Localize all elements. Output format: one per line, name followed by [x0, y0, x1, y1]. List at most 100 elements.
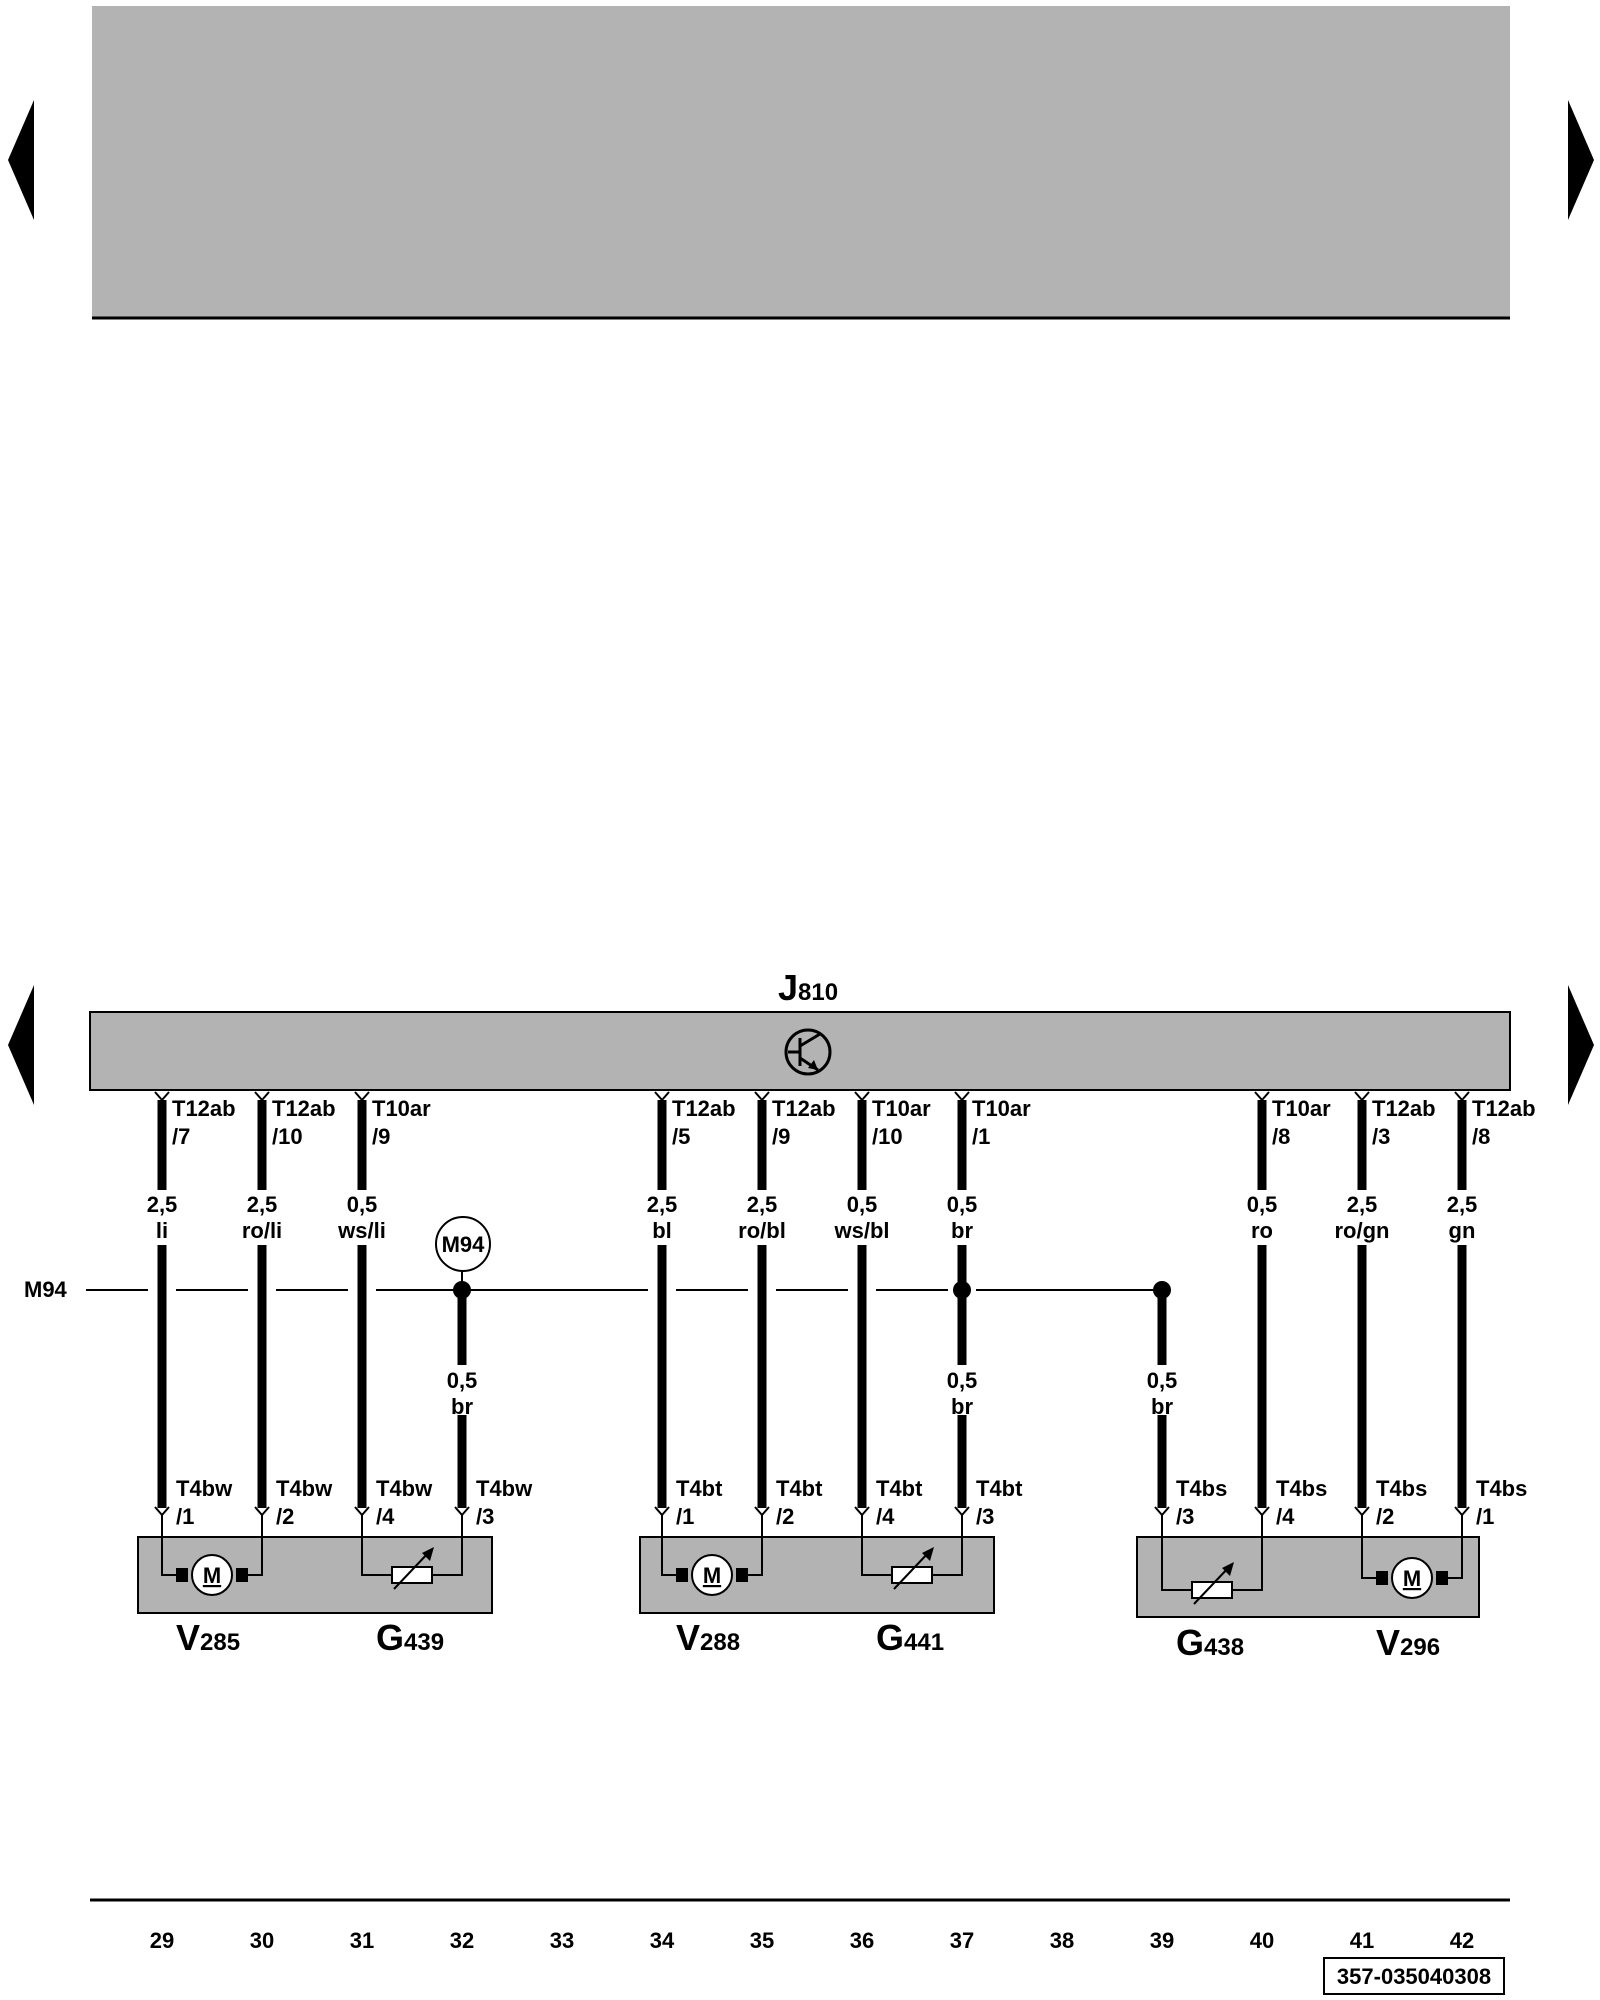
connector-pin-label: /10 [272, 1124, 303, 1149]
sensor-lead [861, 1515, 892, 1576]
connector-name-label: T10ar [872, 1096, 931, 1121]
sensor-lead [432, 1515, 463, 1576]
wire-size-label: 2,5 [1347, 1192, 1378, 1217]
connector-pin-label: /8 [1472, 1124, 1490, 1149]
component-label: V288 [676, 1617, 740, 1658]
wires [154, 1091, 1470, 1508]
connector-pin-label: /9 [372, 1124, 390, 1149]
connector-name-label: T10ar [972, 1096, 1031, 1121]
connector-arrow-icon [954, 1506, 970, 1517]
component-label: G438 [1176, 1622, 1244, 1663]
wire-labels: 2,5li2,5ro/li0,5ws/li2,5bl2,5ro/bl0,5ws/… [147, 1192, 1478, 1419]
wire-size-label: 0,5 [1247, 1192, 1278, 1217]
connector-labels: T12ab/7T12ab/10T10ar/9T12ab/5T12ab/9T10a… [172, 1096, 1536, 1149]
column-number: 39 [1150, 1928, 1174, 1953]
connector-arrow-icon [1454, 1506, 1470, 1517]
wire-size-label: 2,5 [647, 1192, 678, 1217]
column-number: 38 [1050, 1928, 1074, 1953]
wire-color-label: gn [1449, 1218, 1476, 1243]
connector-name-label: T12ab [772, 1096, 836, 1121]
motor-lead [1448, 1515, 1463, 1579]
connector-arrow-icon [154, 1091, 170, 1102]
connector-arrow-icon [954, 1091, 970, 1102]
component-pin-name-label: T4bs [1176, 1476, 1227, 1501]
variable-resistor-icon [391, 1566, 433, 1584]
wire-color-label: br [451, 1394, 473, 1419]
connector-pin-label: /1 [972, 1124, 990, 1149]
component-label: V285 [176, 1617, 240, 1658]
connector-name-label: T10ar [1272, 1096, 1331, 1121]
connector-arrow-icon [1254, 1091, 1270, 1102]
component-pin-number-label: /3 [1176, 1504, 1194, 1529]
component-pin-number-label: /4 [1276, 1504, 1295, 1529]
connector-arrow-icon [854, 1091, 870, 1102]
ground-point-symbol: M94 [435, 1216, 491, 1272]
motor-icon [691, 1554, 733, 1596]
component-pin-name-label: T4bt [776, 1476, 823, 1501]
connector-pin-label: /5 [672, 1124, 690, 1149]
component-pin-name-label: T4bw [376, 1476, 433, 1501]
wire-color-label: br [951, 1218, 973, 1243]
component-pin-number-label: /3 [976, 1504, 994, 1529]
connector-name-label: T12ab [172, 1096, 236, 1121]
wire-color-label: ws/bl [833, 1218, 889, 1243]
sensor-lead [1161, 1515, 1192, 1591]
motor-symbol-label: M [203, 1563, 221, 1588]
component-pin-number-label: /1 [676, 1504, 694, 1529]
column-number: 37 [950, 1928, 974, 1953]
motor-brush [236, 1568, 248, 1582]
connector-pin-label: /7 [172, 1124, 190, 1149]
wire-color-label: ro/gn [1335, 1218, 1390, 1243]
component-pin-name-label: T4bw [176, 1476, 233, 1501]
svg-text:M94: M94 [442, 1232, 486, 1257]
motor-icon [1391, 1557, 1433, 1599]
prev-page-arrow-icon[interactable] [8, 985, 34, 1105]
component-pin-name-label: T4bt [876, 1476, 923, 1501]
next-page-arrow-icon[interactable] [1568, 985, 1594, 1105]
column-number: 36 [850, 1928, 874, 1953]
motor-brush [676, 1568, 688, 1582]
motor-brush [176, 1568, 188, 1582]
motor-lead [1361, 1515, 1376, 1579]
wire-size-label: 2,5 [747, 1192, 778, 1217]
column-number: 41 [1350, 1928, 1374, 1953]
wire-size-label: 0,5 [947, 1192, 978, 1217]
column-number: 29 [150, 1928, 174, 1953]
component-pin-name-label: T4bs [1376, 1476, 1427, 1501]
sensor-lead [932, 1515, 963, 1576]
connector-arrow-icon [1354, 1091, 1370, 1102]
column-number: 34 [650, 1928, 675, 1953]
component-pin-name-label: T4bw [276, 1476, 333, 1501]
column-number: 35 [750, 1928, 774, 1953]
wire-size-label: 0,5 [847, 1192, 878, 1217]
next-page-arrow-icon[interactable] [1568, 100, 1594, 220]
motor-brush [1376, 1571, 1388, 1585]
wire-size-label: 0,5 [947, 1368, 978, 1393]
connector-arrow-icon [854, 1506, 870, 1517]
wire-color-label: bl [652, 1218, 672, 1243]
connector-arrow-icon [254, 1506, 270, 1517]
motor-brush [1436, 1571, 1448, 1585]
component-pin-name-label: T4bs [1476, 1476, 1527, 1501]
connector-arrow-icon [654, 1091, 670, 1102]
wire-color-label: ro/li [242, 1218, 282, 1243]
variable-resistor-icon [891, 1566, 933, 1584]
header-panel [92, 6, 1510, 318]
component-pin-labels: T4bw/1T4bw/2T4bw/4T4bw/3T4bt/1T4bt/2T4bt… [154, 1476, 1527, 1529]
component-pin-number-label: /2 [776, 1504, 794, 1529]
component-pin-number-label: /1 [1476, 1504, 1494, 1529]
variable-resistor-arrow [1193, 1565, 1231, 1605]
connector-arrow-icon [1254, 1506, 1270, 1517]
component-pin-number-label: /2 [1376, 1504, 1394, 1529]
variable-resistor-arrowhead [422, 1547, 434, 1561]
wire-color-label: br [951, 1394, 973, 1419]
transistor-icon [784, 1028, 832, 1076]
component-pin-number-label: /3 [476, 1504, 494, 1529]
variable-resistor-arrow [893, 1550, 931, 1590]
wire-color-label: br [1151, 1394, 1173, 1419]
motor-lead [161, 1515, 176, 1576]
prev-page-arrow-icon[interactable] [8, 100, 34, 220]
wire-color-label: ro [1251, 1218, 1273, 1243]
